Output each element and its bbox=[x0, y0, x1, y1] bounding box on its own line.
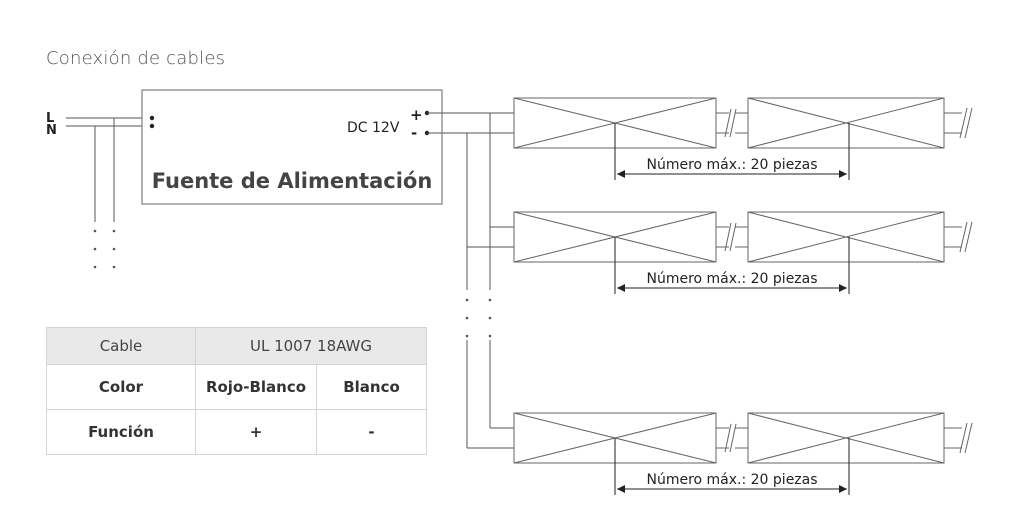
diagram-title: Conexión de cables bbox=[46, 48, 226, 69]
output-plus-label: + bbox=[410, 106, 423, 124]
power-supply-box bbox=[141, 89, 443, 205]
run-2-max-label: Número máx.: 20 piezas bbox=[646, 271, 817, 287]
table-header-row: Cable UL 1007 18AWG bbox=[46, 327, 427, 365]
row-label-color: Color bbox=[46, 364, 196, 410]
output-voltage-label: DC 12V bbox=[347, 120, 400, 136]
luminaire bbox=[747, 211, 945, 263]
cell-color-plus: Rojo-Blanco bbox=[195, 364, 317, 410]
power-supply-label: Fuente de Alimentación bbox=[152, 169, 433, 193]
row-label-function: Función bbox=[46, 409, 196, 455]
header-cable: Cable bbox=[46, 327, 196, 365]
run-1-max-label: Número máx.: 20 piezas bbox=[646, 157, 817, 173]
cell-function-minus: - bbox=[316, 409, 427, 455]
input-n-label: N bbox=[46, 123, 57, 138]
table-row: Función + - bbox=[46, 409, 427, 455]
luminaire bbox=[747, 97, 945, 149]
cable-spec-table: Cable UL 1007 18AWG Color Rojo-Blanco Bl… bbox=[46, 327, 427, 455]
luminaire-run-1: Número máx.: 20 piezas bbox=[513, 97, 973, 180]
luminaire-run-2: Número máx.: 20 piezas bbox=[513, 211, 973, 294]
luminaire-run-3: Número máx.: 20 piezas bbox=[513, 412, 973, 495]
run-3-max-label: Número máx.: 20 piezas bbox=[646, 472, 817, 488]
luminaire bbox=[747, 412, 945, 464]
cell-color-minus: Blanco bbox=[316, 364, 427, 410]
header-cable-type: UL 1007 18AWG bbox=[195, 327, 427, 365]
input-l-label: L bbox=[46, 111, 54, 126]
output-minus-label: - bbox=[411, 124, 417, 142]
table-row: Color Rojo-Blanco Blanco bbox=[46, 364, 427, 410]
cell-function-plus: + bbox=[195, 409, 317, 455]
